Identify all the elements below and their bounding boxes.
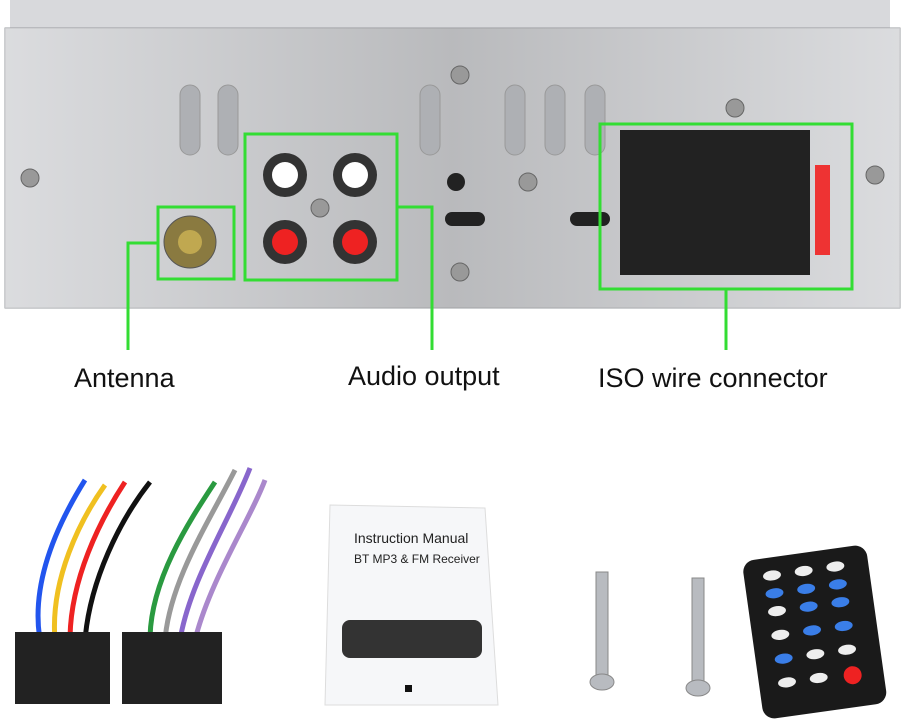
rca-jacks [263, 153, 377, 264]
remote-buttons [763, 561, 862, 688]
antenna-label: Antenna [74, 363, 175, 393]
mounting-keys [589, 571, 711, 697]
iso-connector [620, 130, 810, 275]
manual-title: Instruction Manual [354, 530, 469, 546]
screws [20, 65, 885, 282]
chassis-top [10, 0, 890, 30]
audio-output-label: Audio output [348, 361, 500, 391]
vent-slots [179, 84, 606, 156]
iso-connector-label: ISO wire connector [598, 363, 828, 393]
wiring-harness [35, 467, 268, 641]
manual-subtitle: BT MP3 & FM Receiver [354, 552, 480, 566]
